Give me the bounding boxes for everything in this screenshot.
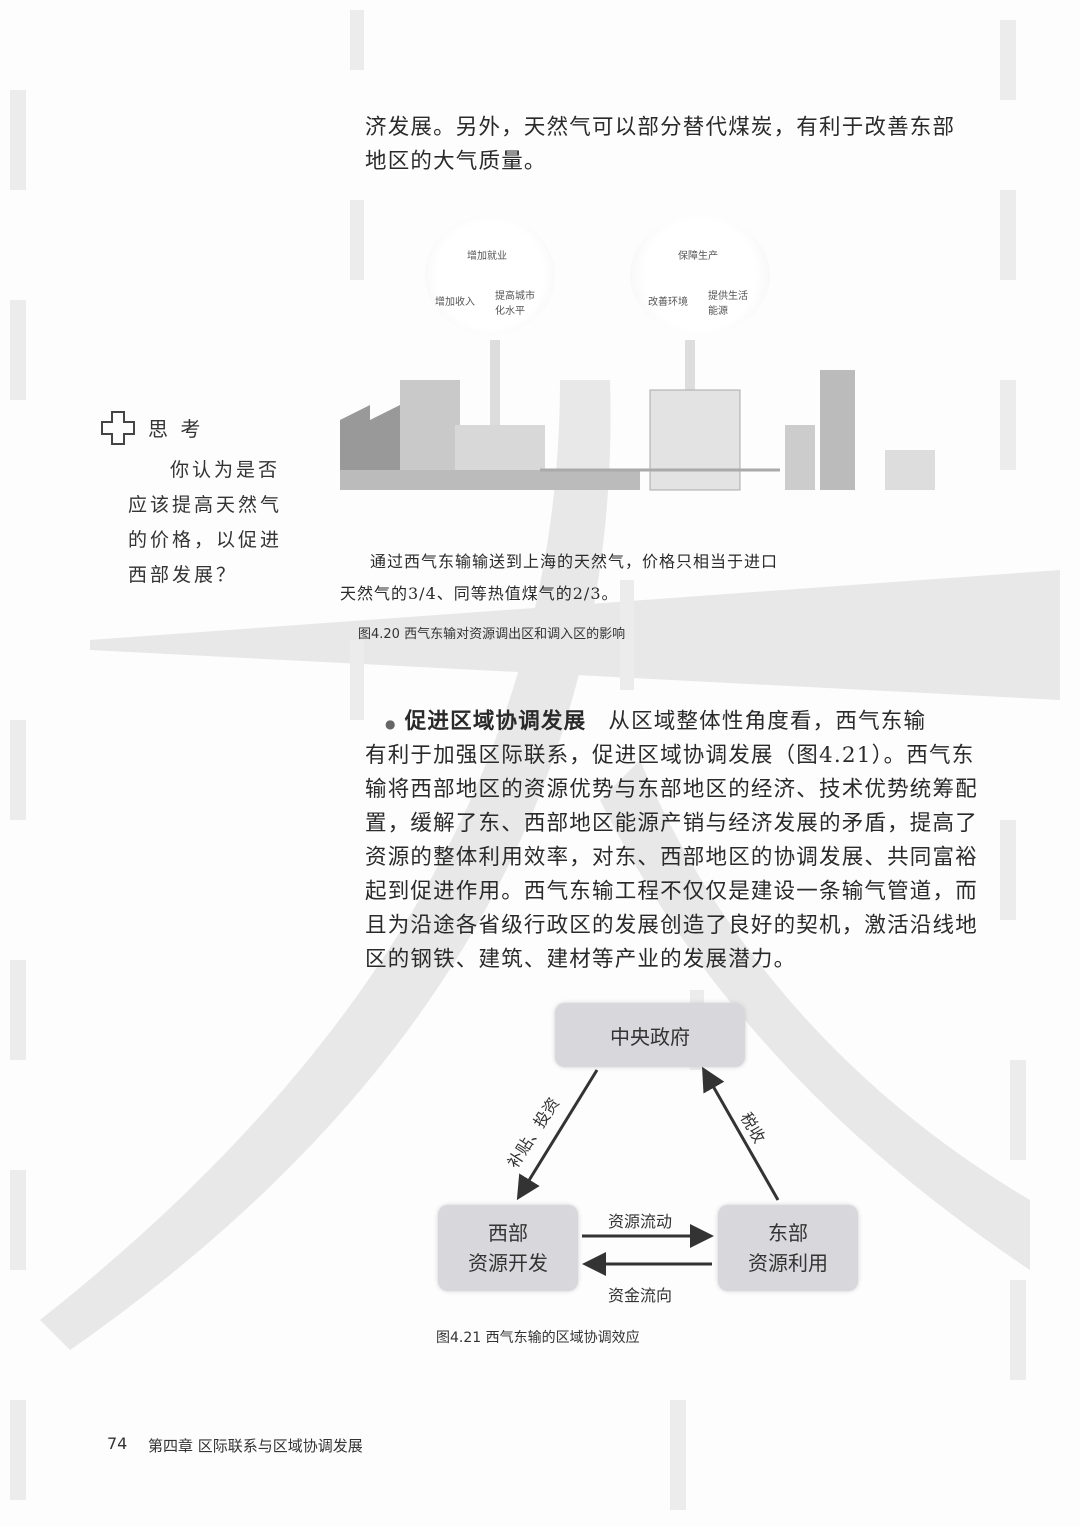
think-line: 应该提高天然气 [128,494,283,516]
text-line: 资源的整体利用效率，对东、西部地区的协调发展、共同富裕 [365,845,978,870]
figure-caption: 图4.20 西气东输对资源调出区和调入区的影响 [358,627,626,642]
box-label: 资源利用 [748,1251,828,1275]
box-label: 西部 [488,1221,528,1245]
west-box: 西部 资源开发 [438,1205,578,1291]
box-label: 中央政府 [610,1024,690,1049]
section-heading: 促进区域协调发展 [404,709,587,734]
think-line: 西部发展？ [128,564,239,586]
think-icon [101,411,135,445]
bubble-text: 增加收入 [435,297,475,308]
figure-caption: 图4.21 西气东输的区域协调效应 [436,1330,640,1346]
impact-bubble-west: 增加就业 增加收入 提高城市化水平 [425,215,555,335]
subsidy-arrow [516,1069,599,1201]
text-line: 地区的大气质量。 [365,149,547,174]
bubble-text: 增加就业 [467,251,507,262]
text-line: 置，缓解了东、西部地区能源产销与经济发展的矛盾，提高了 [365,811,978,836]
box-label: 东部 [768,1221,808,1245]
bubble-text: 改善环境 [648,297,688,308]
text-line: 区的钢铁、建筑、建材等产业的发展潜力。 [365,947,797,972]
text-line: 起到促进作用。西气东输工程不仅仅是建设一条输气管道，而 [365,879,978,904]
chapter-title: 第四章 区际联系与区域协调发展 [148,1437,363,1455]
impact-bubble-east: 保障生产 改善环境 提供生活能源 [630,215,770,335]
arrow-label: 资源流动 [608,1212,673,1231]
note-line: 通过西气东输输送到上海的天然气，价格只相当于进口 [370,552,779,571]
think-line: 你认为是否 [170,459,281,481]
bullet-icon: ● [385,717,397,731]
text-line: 从区域整体性角度看，西气东输 [608,709,927,734]
tax-arrow [702,1066,780,1201]
bubble-text: 保障生产 [678,251,718,262]
industry-city-illustration [340,340,935,491]
text-line: 有利于加强区际联系，促进区域协调发展（图4.21）。西气东 [365,743,975,768]
east-box: 东部 资源利用 [718,1205,858,1291]
think-line: 的价格，以促进 [128,529,283,551]
arrow-label: 资金流向 [608,1286,673,1305]
note-line: 天然气的3/4、同等热值煤气的2/3。 [340,584,619,603]
bubble-text: 提供生活能源 [708,291,748,317]
think-title: 思 考 [148,417,204,441]
figure-note: 通过西气东输输送到上海的天然气，价格只相当于进口 天然气的3/4、同等热值煤气的… [340,548,778,604]
bubble-text: 提高城市化水平 [495,291,535,317]
text-line: 输将西部地区的资源优势与东部地区的经济、技术优势统筹配 [365,777,978,802]
text-line: 济发展。另外，天然气可以部分替代煤炭，有利于改善东部 [365,115,956,140]
page-number: 74 [107,1434,128,1453]
central-government-box: 中央政府 [555,1003,745,1067]
box-label: 资源开发 [468,1251,548,1275]
text-line: 且为沿途各省级行政区的发展创造了良好的契机，激活沿线地 [365,913,978,938]
